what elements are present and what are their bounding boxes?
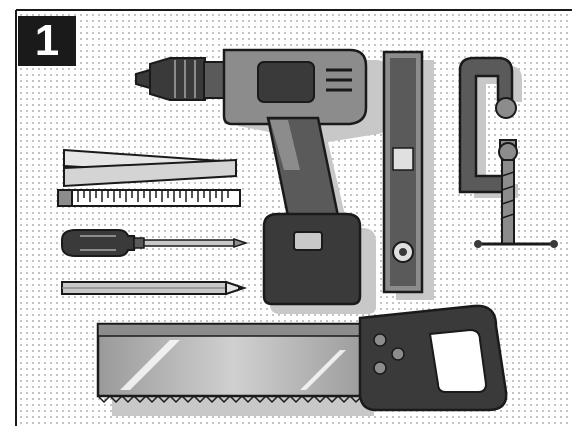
- folding-rule-icon: [57, 148, 241, 207]
- pencil-icon: [61, 280, 248, 296]
- cordless-drill-icon: [135, 48, 388, 314]
- step-number-badge: 1: [18, 16, 76, 66]
- c-clamp-icon: [458, 56, 558, 248]
- screwdriver-icon: [61, 229, 249, 257]
- spirit-level-icon: [382, 50, 434, 300]
- hand-saw-icon: [96, 304, 508, 416]
